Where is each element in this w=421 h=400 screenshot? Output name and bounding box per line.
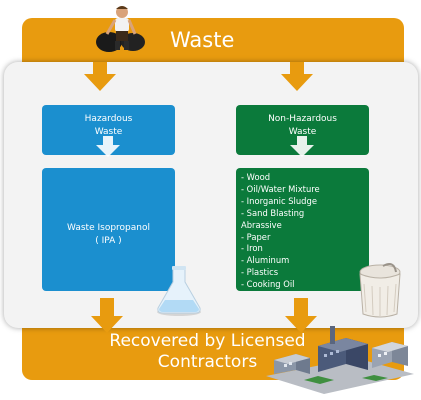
list-item: - Oil/Water Mixture <box>241 183 320 194</box>
bin-icon <box>359 263 401 318</box>
hazardous-item-line1: Waste Isopropanol <box>67 223 150 233</box>
list-item: - Paper <box>241 231 271 242</box>
list-item: Abrassive <box>241 219 282 230</box>
flask-icon <box>157 266 201 316</box>
footer-title: Recovered by Licensed Contractors <box>40 331 375 373</box>
arrow-down-icon <box>91 298 123 333</box>
hazardous-item-line2: ( IPA ) <box>95 236 122 246</box>
hazardous-heading-line1: Hazardous <box>84 114 133 124</box>
list-item: - Cooking Oil <box>241 279 295 290</box>
list-item: - Inorganic Sludge <box>241 195 317 206</box>
hazardous-waste-list: Waste Isopropanol ( IPA ) <box>42 168 175 291</box>
worker-with-bags-icon <box>96 6 145 52</box>
header-title: Waste <box>170 28 235 52</box>
footer-title-line2: Contractors <box>157 352 258 372</box>
list-item: - Wood <box>241 172 271 182</box>
white-arrow-down-icon <box>290 136 314 157</box>
arrow-down-icon <box>84 62 116 91</box>
list-item: - Aluminum <box>241 255 290 266</box>
white-arrow-down-icon <box>96 136 120 157</box>
non-hazardous-heading-line2: Waste <box>288 127 317 137</box>
hazardous-heading-line2: Waste <box>94 127 123 137</box>
arrow-down-icon <box>281 62 313 91</box>
non-hazardous-heading-line1: Non-Hazardous <box>268 114 337 124</box>
list-item: - Iron <box>241 243 263 254</box>
footer-title-line1: Recovered by Licensed <box>109 331 306 351</box>
list-item: - Plastics <box>241 267 279 278</box>
non-hazardous-waste-heading: Non-Hazardous Waste <box>236 105 369 155</box>
list-item: - Sand Blasting <box>241 207 305 218</box>
factory-icon <box>266 326 414 394</box>
arrow-down-icon <box>285 298 317 333</box>
non-hazardous-waste-list: - Wood - Oil/Water Mixture - Inorganic S… <box>236 168 369 291</box>
